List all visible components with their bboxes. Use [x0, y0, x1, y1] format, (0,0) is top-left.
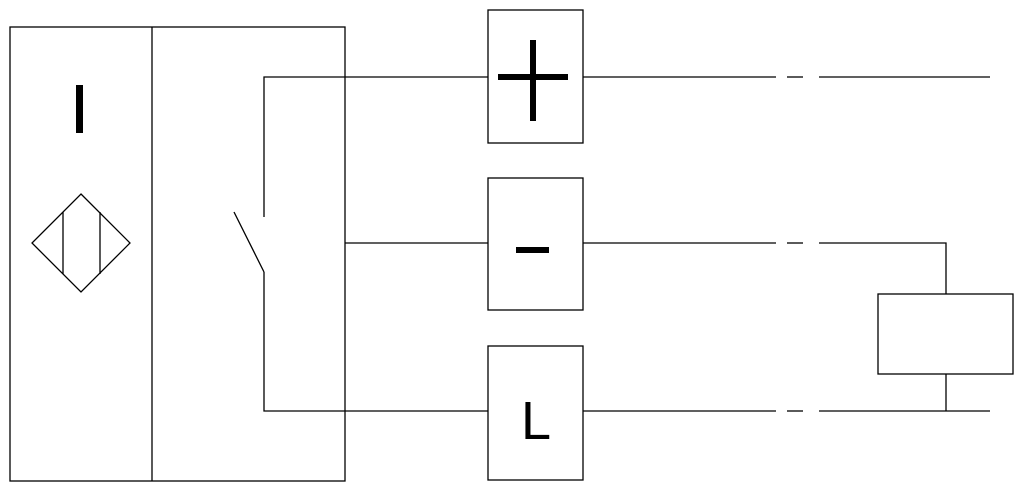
load-terminal-label: L [521, 391, 551, 451]
load-terminal: L [487, 345, 584, 481]
plus-icon [498, 40, 568, 121]
switch-upper-lead [263, 76, 345, 217]
sensor-type-mark [76, 85, 83, 133]
load-terminal-box [487, 345, 584, 481]
switch-icon [233, 76, 345, 412]
load-external-wire [583, 374, 990, 412]
positive-terminal [487, 9, 584, 144]
load-box [877, 293, 1014, 375]
inductive-sensor-icon [31, 193, 131, 293]
sensor-outer-frame [9, 26, 346, 482]
negative-external-wire [583, 242, 947, 294]
negative-terminal-box [487, 177, 584, 311]
switch-lower-lead [263, 272, 345, 412]
sensor-housing [9, 26, 346, 482]
switch-blade [233, 211, 265, 273]
negative-terminal [487, 177, 584, 311]
sensor-type-label [76, 85, 83, 133]
